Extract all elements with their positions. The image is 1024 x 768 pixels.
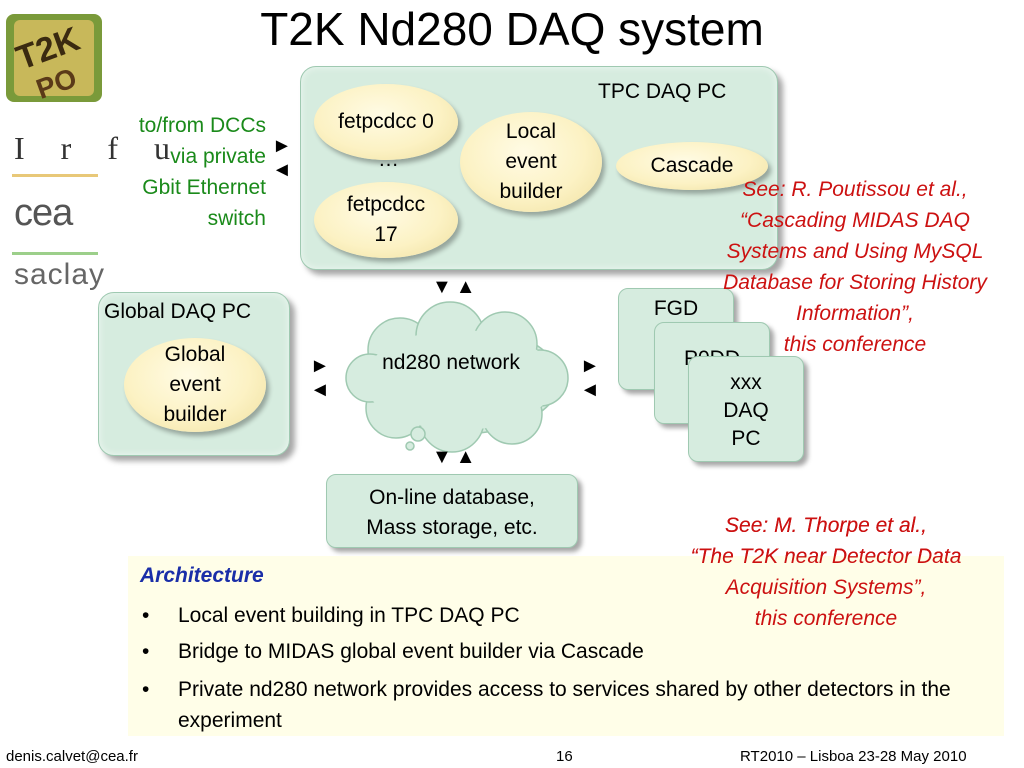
ellipsis: … [378,148,399,171]
architecture-panel: Architecture [128,556,1004,736]
t2k-logo: T2K PO [0,0,108,108]
bullet-icon: • [142,640,150,663]
page-title: T2K Nd280 DAQ system [260,3,764,55]
reference-line: See: M. Thorpe et al., [725,514,927,537]
bullet-text: Local event building in TPC DAQ PC [178,604,520,627]
irfu-logo: I r f u [14,130,184,166]
xxx-daq-pc: xxx DAQ PC [688,356,804,462]
reference-line: See: M. Thorpe et al., [725,514,927,537]
xxx-daq-label: xxx DAQ PC [723,371,769,450]
reference-line: Database for Storing History [723,271,987,294]
network-label: nd280 network [382,351,520,374]
divider [12,252,98,255]
reference-line: this conference [754,607,898,630]
arrow-right-icon: ► [310,355,334,377]
fetpcdcc17-node: fetpcdcc 17 [314,182,458,258]
architecture-bullets: • Local event building in TPC DAQ PC • B… [128,556,1004,736]
arrow-right-icon: ► [580,355,604,377]
dcc-arrows: ► ◄ [272,134,296,182]
divider [12,174,98,177]
footer-email: denis.calvet@cea.fr [6,748,138,765]
footer-page-number: 16 [556,748,573,765]
bullet-text: Private nd280 network provides access to… [178,678,951,732]
reference-line: Systems and Using MySQL [726,240,984,263]
dcc-note-line: to/from DCCs [138,114,266,137]
fetpcdcc0-node: fetpcdcc 0 [314,84,458,160]
dcc-note-line: Gbit Ethernet [142,176,266,199]
arrow-down-icon: ▼ [432,276,456,298]
fetpcdcc0-label: fetpcdcc 0 [338,110,434,133]
bullet-icon: • [142,678,150,701]
arrow-left-icon: ◄ [310,379,334,401]
network-cloud [340,300,580,460]
reference-line: Information”, [796,302,914,325]
cascade-node: Cascade [616,142,768,190]
reference-poutissou: See: R. Poutissou et al., “Cascading MID… [686,174,1024,360]
network-detector-arrows: ► ◄ [580,354,604,402]
database-box: On-line database, Mass storage, etc. [326,474,578,548]
reference-line: See: R. Poutissou et al., [742,178,968,201]
local-event-builder-node: Local event builder [460,112,602,212]
arrow-left-icon: ◄ [272,159,296,181]
footer-event: RT2010 – Lisboa 23-28 May 2010 [740,748,967,765]
dcc-note-line: switch [207,207,266,230]
arrow-up-icon: ▲ [455,446,480,468]
saclay-logo: saclay [14,258,106,291]
tpc-daq-pc-label: TPC DAQ PC [598,80,727,103]
cascade-label: Cascade [650,154,734,177]
tpc-network-arrows: ▼▲ [432,276,480,299]
bullet-icon: • [142,604,150,627]
reference-line: “The T2K near Detector Data [690,545,962,568]
global-event-builder-node: Global event builder [124,338,266,432]
arrow-down-icon: ▼ [432,446,456,468]
network-database-arrows: ▼▲ [432,446,480,469]
dcc-note: to/from DCCs via private Gbit Ethernet s… [96,110,266,234]
arrow-right-icon: ► [272,135,296,157]
global-network-arrows: ► ◄ [310,354,334,402]
dcc-note-line: via private [170,145,266,168]
global-event-builder-label: Global event builder [163,343,227,426]
database-label: On-line database, Mass storage, etc. [366,486,538,539]
fetpcdcc17-label: fetpcdcc 17 [346,193,426,246]
reference-line: this conference [783,333,927,356]
global-daq-pc-label: Global DAQ PC [104,300,252,323]
architecture-heading: Architecture [140,564,264,587]
arrow-left-icon: ◄ [580,379,604,401]
bullet-text: Bridge to MIDAS global event builder via… [178,640,644,663]
reference-thorpe-overlay: See: M. Thorpe et al., “The T2K near Det… [650,510,1002,634]
arrow-up-icon: ▲ [455,276,480,298]
local-event-builder-label: Local event builder [499,120,563,203]
reference-line: “Cascading MIDAS DAQ [740,209,970,232]
cea-logo: cea [14,192,73,234]
reference-line: Acquisition Systems”, [725,576,927,599]
